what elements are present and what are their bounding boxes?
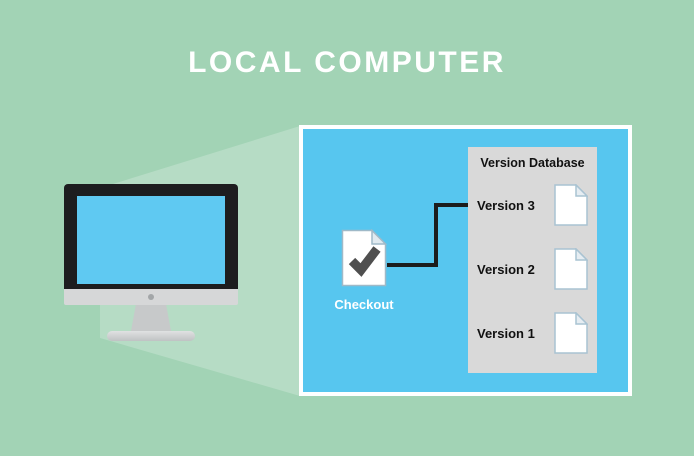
version-document-icon	[554, 248, 588, 290]
version-label: Version 1	[477, 325, 535, 341]
version-database-header: Version Database	[480, 156, 585, 170]
version-database: Version Database Version 3 Version 2	[468, 147, 597, 373]
monitor-logo-dot	[148, 294, 154, 300]
version-row: Version 1	[477, 312, 588, 354]
checkout-label: Checkout	[334, 297, 394, 312]
page-title: LOCAL COMPUTER	[188, 46, 506, 79]
monitor-stand-base	[107, 331, 195, 341]
monitor-frame	[64, 184, 238, 289]
version-row: Version 2	[477, 248, 588, 290]
version-label: Version 2	[477, 261, 535, 277]
version-document-icon	[554, 184, 588, 226]
monitor-screen	[77, 196, 225, 284]
zoom-panel: Checkout Version Database Version 3 Vers…	[299, 125, 632, 396]
checkout-file: Checkout	[333, 228, 395, 312]
version-label: Version 3	[477, 197, 535, 213]
version-document-icon	[554, 312, 588, 354]
monitor-chin	[64, 289, 238, 305]
version-database-rows: Version 3 Version 2 Version 1	[468, 173, 597, 373]
monitor-stand-neck	[131, 305, 171, 331]
checkout-document-icon	[341, 228, 388, 287]
computer-monitor	[64, 184, 238, 346]
version-row: Version 3	[477, 184, 588, 226]
